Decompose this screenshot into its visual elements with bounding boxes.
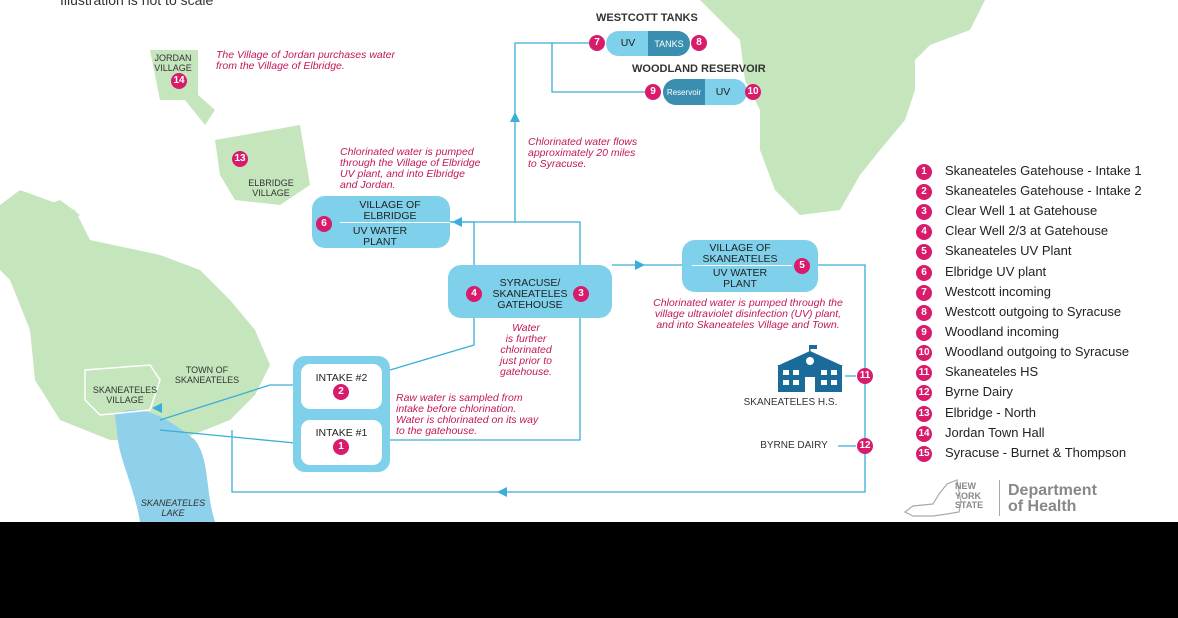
intake-note: Raw water is sampled from intake before …: [396, 392, 539, 437]
badge-10: 10: [745, 84, 761, 100]
lake-label: SKANEATELES LAKE: [140, 498, 206, 518]
badge-11: 11: [857, 368, 873, 384]
badge-7: 7: [589, 35, 605, 51]
syracuse-land: [700, 0, 985, 215]
badge-5: 5: [794, 258, 810, 274]
badge-6: 6: [316, 216, 332, 232]
badge-4: 4: [466, 286, 482, 302]
badge-12: 12: [857, 438, 873, 454]
elbridge-note: Chlorinated water is pumped through the …: [340, 146, 481, 191]
elbridge-plant-subtitle: UV WATER PLANT: [352, 225, 408, 248]
badge-3: 3: [573, 286, 589, 302]
elbridge-village-label: ELBRIDGE VILLAGE: [248, 178, 294, 198]
badge-8: 8: [691, 35, 707, 51]
intake-1-label: INTAKE #1: [315, 427, 368, 439]
westcott-tanks-segment: [648, 31, 690, 56]
woodland-uv-label: UV: [715, 86, 731, 98]
top-note: Illustration is not to scale: [60, 0, 214, 8]
skaneateles-plant-title: VILLAGE OF SKANEATELES: [702, 242, 778, 265]
intake-2-label: INTAKE #2: [315, 372, 368, 384]
skaneateles-plant-subtitle: UV WATER PLANT: [712, 267, 768, 290]
nys-logo-text: NEW YORK STATE: [955, 481, 984, 510]
flow-arrows: [152, 112, 645, 497]
woodland-reservoir-segment: [663, 79, 705, 105]
diagram-canvas: Illustration is not to scale WESTCOTT TA…: [0, 0, 1178, 522]
skaneateles-plant-note: Chlorinated water is pumped through the …: [653, 297, 843, 331]
jordan-note: The Village of Jordan purchases water fr…: [216, 49, 395, 72]
woodland-header: WOODLAND RESERVOIR: [632, 63, 766, 75]
elbridge-plant-title: VILLAGE OF ELBRIDGE: [359, 199, 421, 222]
badge-1: 1: [333, 439, 349, 455]
skaneateles-hs-label: SKANEATELES H.S.: [743, 397, 838, 408]
map-background: [0, 0, 985, 522]
gatehouse-title: SYRACUSE/ SKANEATELES GATEHOUSE: [492, 277, 568, 311]
woodland-reservoir-label: Reservoir: [666, 88, 702, 97]
westcott-header: WESTCOTT TANKS: [596, 12, 698, 24]
byrne-dairy-label: BYRNE DAIRY: [760, 440, 828, 451]
badge-13: 13: [232, 151, 248, 167]
skaneateles-village-label: SKANEATELES VILLAGE: [92, 385, 158, 405]
westcott-tanks-label: TANKS: [654, 39, 684, 49]
badge-9: 9: [645, 84, 661, 100]
westcott-uv-label: UV: [620, 37, 636, 49]
jordan-village-label: JORDAN VILLAGE: [154, 53, 192, 73]
badge-14: 14: [171, 73, 187, 89]
lake-shape: [115, 409, 215, 522]
syracuse-note: Chlorinated water flows approximately 20…: [528, 136, 638, 170]
department-of-health-logo: Department of Health: [1008, 482, 1097, 515]
school-building-icon: [777, 345, 843, 392]
flow-lines: [159, 42, 866, 493]
town-skaneateles-label: TOWN OF SKANEATELES: [174, 365, 240, 385]
new-york-state-map-icon: [903, 479, 962, 517]
badge-2: 2: [333, 384, 349, 400]
gatehouse-note: Water is further chlorinated just prior …: [500, 322, 552, 378]
